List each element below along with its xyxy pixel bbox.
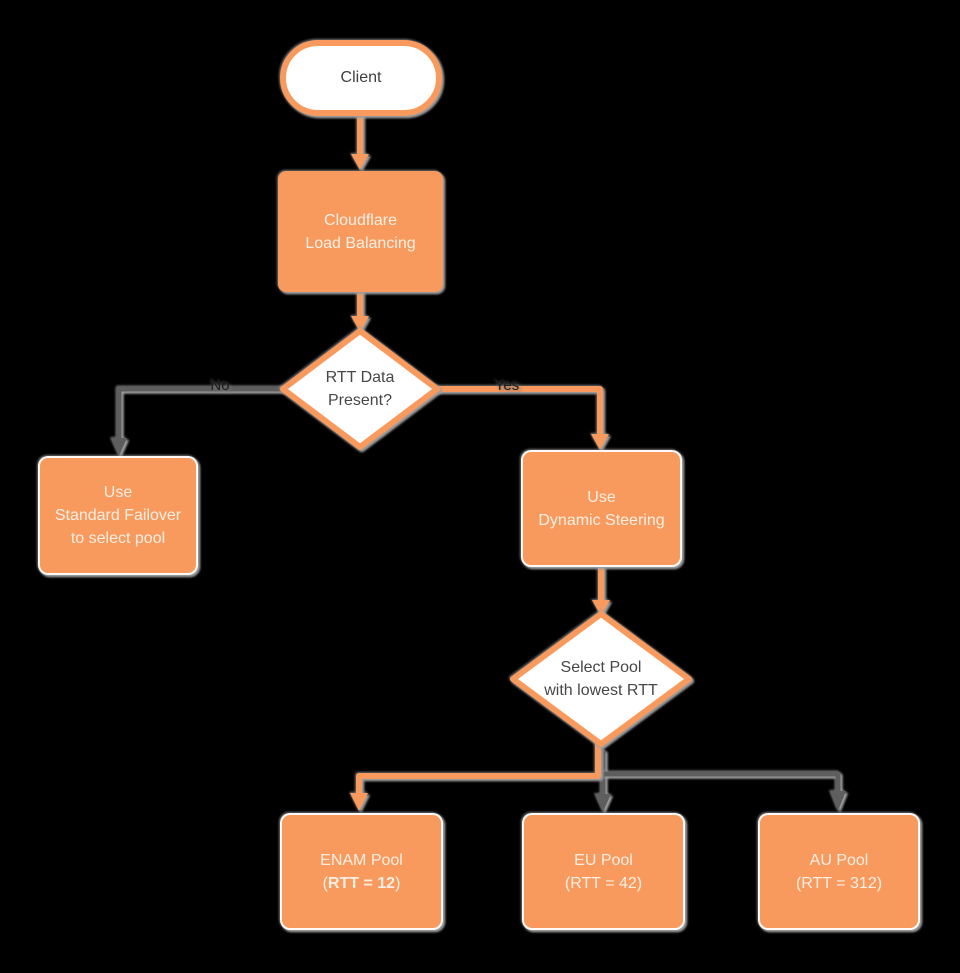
standard-failover-label-line1: Use bbox=[103, 484, 133, 501]
enam-pool-name: ENAM Pool bbox=[320, 851, 403, 869]
rtt-decision-diamond bbox=[280, 328, 440, 450]
au-rtt-close: ) bbox=[876, 874, 883, 892]
au-pool-node: AU Pool (RTT = 312) bbox=[758, 813, 920, 930]
eu-rtt-close: ) bbox=[636, 874, 643, 892]
eu-pool-name: EU Pool bbox=[574, 851, 633, 869]
connector-lb-to-rtt-decision bbox=[351, 290, 369, 332]
connector-enam-branch bbox=[350, 742, 601, 811]
eu-pool-rtt: (RTT = 42) bbox=[565, 872, 642, 895]
enam-rtt-close: ) bbox=[395, 874, 401, 892]
enam-pool-node: ENAM Pool (RTT = 12) bbox=[280, 813, 443, 930]
load-balancing-node: Cloudflare Load Balancing bbox=[278, 171, 443, 292]
rtt-decision-label-line1: RTT Data bbox=[325, 369, 395, 386]
select-pool-diamond bbox=[510, 611, 692, 747]
eu-rtt-open: ( bbox=[564, 874, 571, 892]
load-balancing-label-line2: Load Balancing bbox=[305, 234, 416, 252]
au-pool-name: AU Pool bbox=[809, 851, 869, 869]
connector-steering-to-select-pool bbox=[592, 566, 610, 616]
enam-pool-rtt: (RTT = 12) bbox=[323, 872, 401, 895]
eu-pool-node: EU Pool (RTT = 42) bbox=[522, 813, 685, 930]
au-rtt-value: RTT = 312 bbox=[801, 874, 877, 892]
enam-rtt-open: ( bbox=[322, 874, 328, 892]
rtt-decision-label: RTT Data Present? bbox=[283, 331, 437, 447]
au-pool-rtt: (RTT = 312) bbox=[796, 872, 882, 895]
dynamic-steering-label-line2: Dynamic Steering bbox=[538, 511, 665, 529]
standard-failover-label-line2: Standard Failover bbox=[54, 507, 182, 524]
select-pool-label-line1: Select Pool bbox=[560, 659, 642, 676]
select-pool-label: Select Pool with lowest RTT bbox=[513, 614, 689, 744]
enam-rtt-value: RTT = 12 bbox=[327, 874, 396, 892]
load-balancing-label-line1: Cloudflare bbox=[324, 211, 397, 229]
au-rtt-open: ( bbox=[795, 874, 802, 892]
rtt-decision-label-line2: Present? bbox=[327, 392, 393, 409]
connector-no-branch bbox=[111, 386, 287, 456]
client-label: Client bbox=[340, 69, 382, 86]
connector-yes-branch bbox=[433, 386, 609, 450]
edge-label-yes: Yes bbox=[494, 377, 520, 394]
edge-label-no: No bbox=[210, 377, 230, 394]
select-pool-label-line2: with lowest RTT bbox=[544, 682, 658, 699]
standard-failover-label-line3: to select pool bbox=[70, 530, 166, 547]
standard-failover-node: Use Standard Failover to select pool bbox=[38, 456, 198, 575]
connector-client-to-lb bbox=[351, 110, 369, 170]
dynamic-steering-node: Use Dynamic Steering bbox=[521, 450, 682, 567]
eu-rtt-value: RTT = 42 bbox=[570, 874, 637, 892]
dynamic-steering-label-line1: Use bbox=[587, 488, 616, 506]
client-node: Client bbox=[280, 40, 442, 116]
connector-au-branch bbox=[603, 771, 846, 811]
